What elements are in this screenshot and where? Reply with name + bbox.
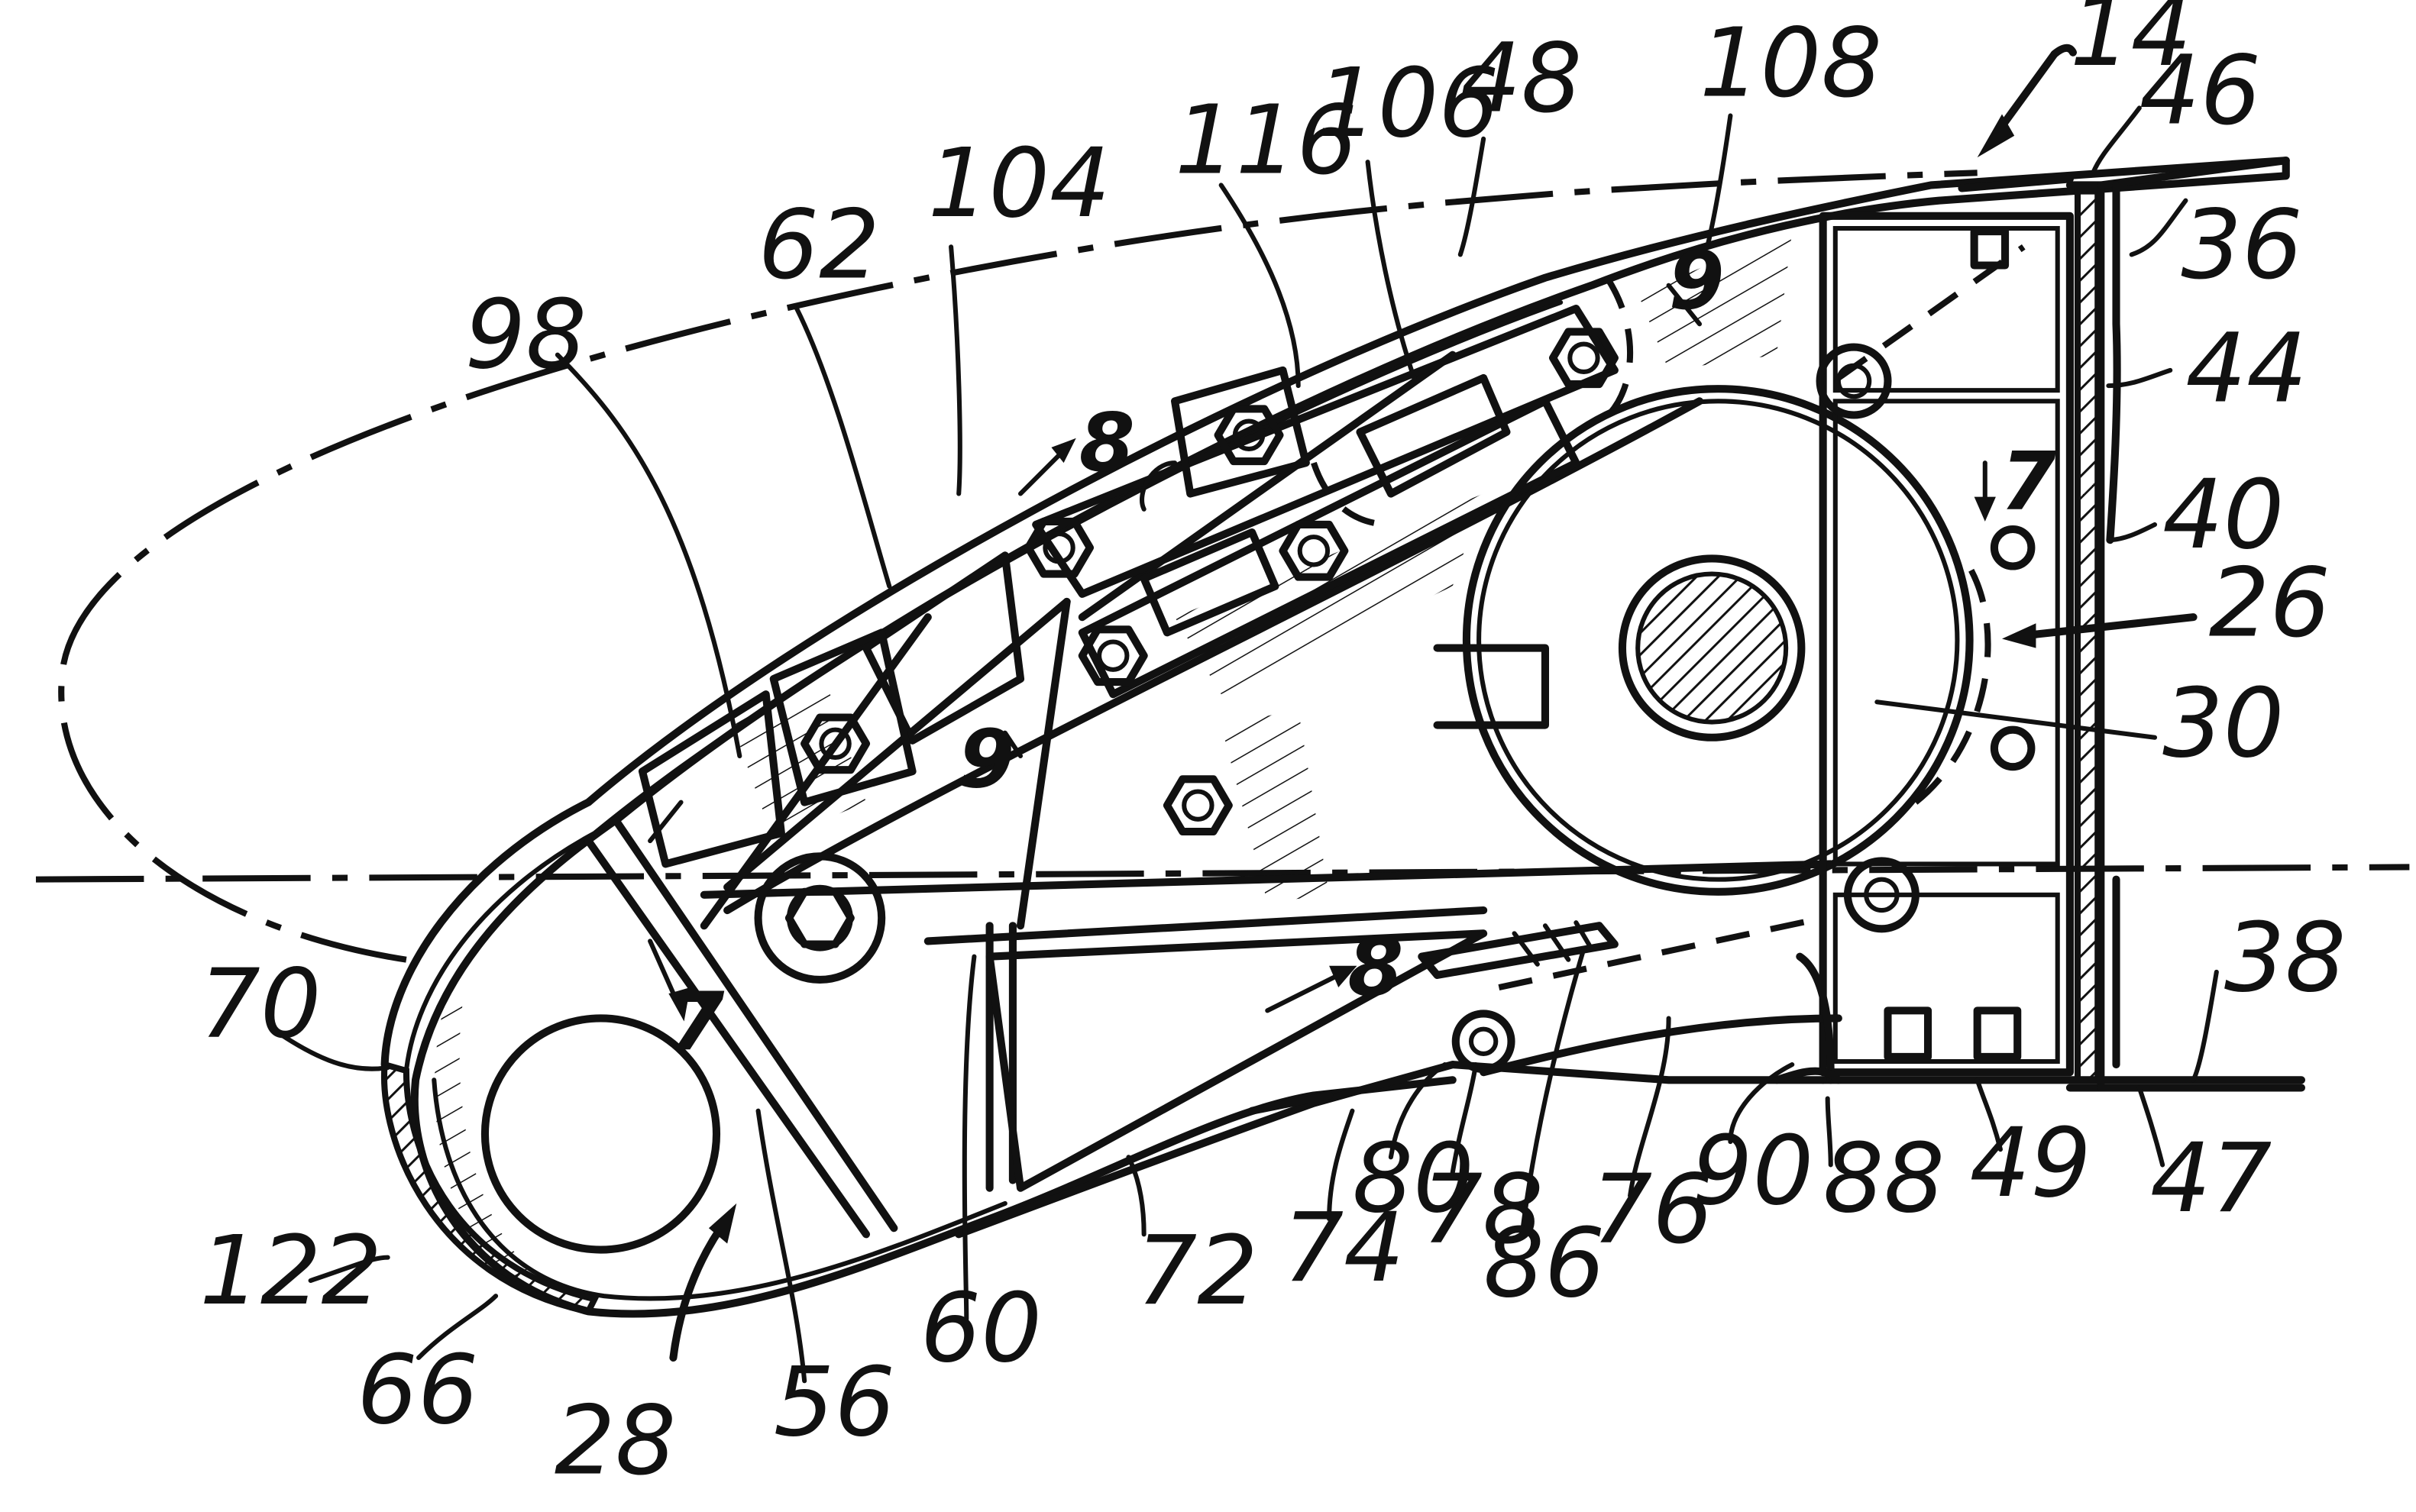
- slat-pointer-arrow: [669, 1203, 737, 1362]
- label-28: 28: [555, 1384, 676, 1496]
- label-72: 72: [1137, 1215, 1258, 1326]
- center-line: [35, 864, 2410, 883]
- section-9-top: 9: [1669, 234, 1725, 328]
- label-70: 70: [199, 948, 321, 1060]
- section-indicators: 7 7 8 8 9 9: [668, 234, 2056, 1068]
- section-7-right: 7: [2000, 435, 2056, 528]
- label-38: 38: [2224, 902, 2346, 1013]
- label-74: 74: [1282, 1192, 1404, 1304]
- label-98: 98: [465, 279, 587, 390]
- label-36: 36: [2181, 189, 2302, 301]
- label-62: 62: [758, 189, 880, 301]
- reference-numerals: 14 46 36 44 40 26 30 38 47 49 88 90 76 8…: [199, 0, 2346, 1496]
- section-7-left: 7: [668, 974, 724, 1068]
- label-46: 46: [2139, 35, 2261, 147]
- nuts: [784, 228, 2022, 1061]
- section-8-bottom: 8: [1347, 920, 1403, 1014]
- drive-drum: [1433, 385, 1974, 896]
- label-26: 26: [2209, 547, 2330, 658]
- label-86: 86: [1483, 1207, 1605, 1319]
- label-14: 14: [2070, 0, 2191, 88]
- hatched-sections: [727, 231, 1793, 903]
- leader-lines: [277, 105, 2219, 1384]
- label-90: 90: [1692, 1115, 1813, 1226]
- label-66: 66: [357, 1334, 478, 1446]
- label-104: 104: [928, 128, 1111, 239]
- section-8-top: 8: [1079, 396, 1135, 489]
- nose-opening: [434, 987, 721, 1281]
- label-80: 80: [1352, 1123, 1473, 1234]
- label-122: 122: [199, 1215, 382, 1326]
- label-116: 116: [1175, 84, 1357, 195]
- label-78: 78: [1421, 1153, 1543, 1265]
- label-106: 106: [1317, 47, 1499, 159]
- label-40: 40: [2162, 459, 2284, 570]
- section-9-left: 9: [959, 712, 1014, 806]
- extended-slat-phantom-outline: [58, 170, 1978, 963]
- label-49: 49: [1970, 1107, 2091, 1219]
- label-30: 30: [2162, 667, 2284, 779]
- spar-pointer-arrow: [2002, 613, 2198, 648]
- label-44: 44: [2185, 312, 2307, 424]
- leading-edge-slat: [380, 157, 2290, 1318]
- label-48: 48: [1460, 22, 1582, 134]
- label-108: 108: [1700, 7, 1882, 118]
- label-76: 76: [1592, 1153, 1713, 1265]
- label-88: 88: [1823, 1123, 1945, 1234]
- assembly-pointer-arrow: [1977, 44, 2077, 158]
- label-60: 60: [920, 1272, 1042, 1384]
- lower-seal-assembly: [955, 920, 1842, 1239]
- label-47: 47: [2150, 1123, 2272, 1234]
- label-56: 56: [774, 1346, 895, 1458]
